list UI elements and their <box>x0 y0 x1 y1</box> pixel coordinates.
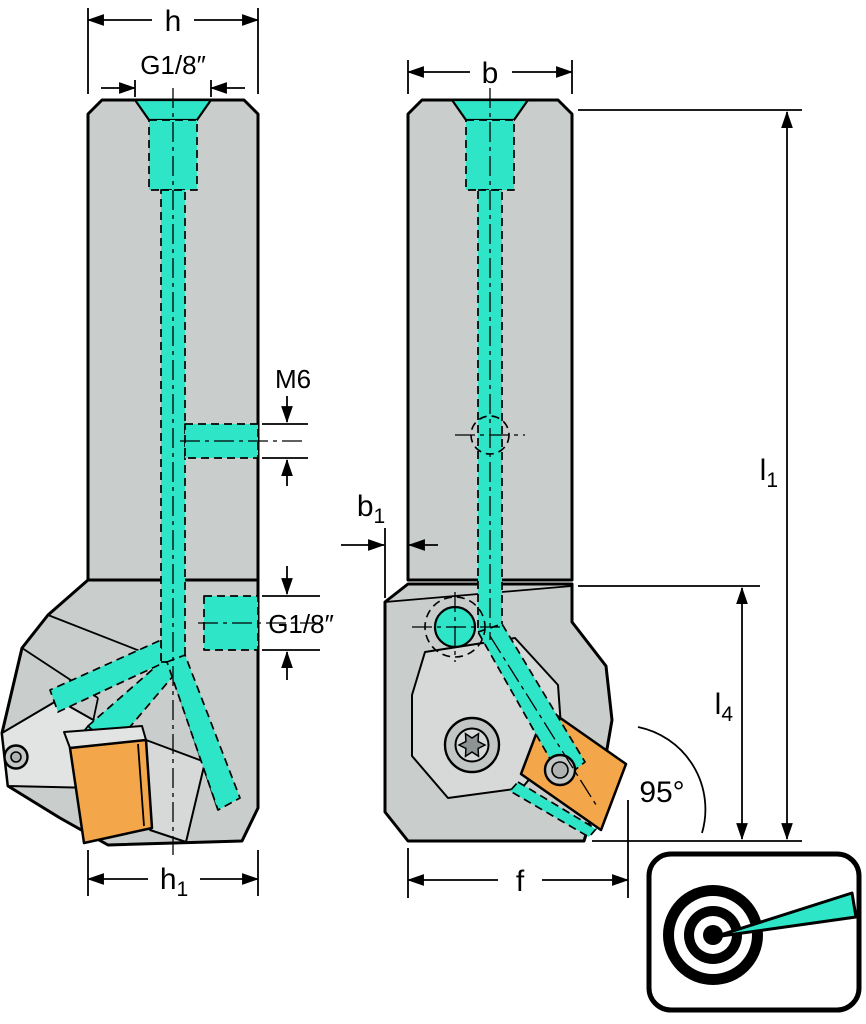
dimension-h-label: h <box>165 5 182 38</box>
left-coolant-split-horizontal <box>49 639 162 713</box>
dimension-m6-label: M6 <box>275 364 311 394</box>
dimension-l4: l4 <box>578 585 760 841</box>
dimension-g18-side: G1/8″ <box>262 566 334 680</box>
dimension-l1-label: l1 <box>760 454 778 492</box>
dimension-h1: h1 <box>86 850 260 901</box>
right-insert-screw-drive <box>551 761 569 779</box>
pointer-wedge-icon <box>712 891 858 939</box>
dimension-g18-side-label: G1/8″ <box>268 609 334 639</box>
dimension-m6: M6 <box>262 364 311 486</box>
right-view: b b1 l1 l4 95° <box>341 57 802 898</box>
right-torx-icon <box>457 732 487 758</box>
dimension-l4-label: l4 <box>715 688 734 726</box>
dimension-angle-label: 95° <box>639 776 684 809</box>
pointer-wedge <box>712 891 858 939</box>
right-coolant-thread <box>465 119 515 191</box>
right-coolant-exit <box>509 781 597 838</box>
left-insert <box>68 738 154 845</box>
angle-arc <box>637 726 707 834</box>
dimension-b-label: b <box>482 57 499 90</box>
dimension-l1: l1 <box>578 109 802 842</box>
left-coolant-split-right <box>166 654 241 811</box>
left-insert-edge <box>137 743 145 827</box>
dimension-b1: b1 <box>341 490 438 598</box>
left-coolant-side-port <box>203 595 259 651</box>
dimension-b: b <box>406 57 574 94</box>
dimension-b1-label: b1 <box>357 490 385 528</box>
dimension-angle: 95° <box>637 726 707 834</box>
right-coolant-channels <box>450 98 597 838</box>
dimension-g18-top-label: G1/8″ <box>140 50 206 80</box>
dimension-h: h <box>86 5 260 94</box>
dimension-f: f <box>406 800 630 898</box>
dimension-h1-label: h1 <box>160 863 188 901</box>
dimension-f-label: f <box>516 865 525 898</box>
dimension-g18-top: G1/8″ <box>101 50 245 97</box>
left-insert-body <box>68 738 154 845</box>
target-center <box>703 925 723 945</box>
left-screw-drive <box>10 751 22 763</box>
target-icon <box>646 851 862 1013</box>
left-view: h G1/8″ M6 G1/8″ <box>0 5 334 901</box>
left-coolant-thread <box>148 119 198 191</box>
